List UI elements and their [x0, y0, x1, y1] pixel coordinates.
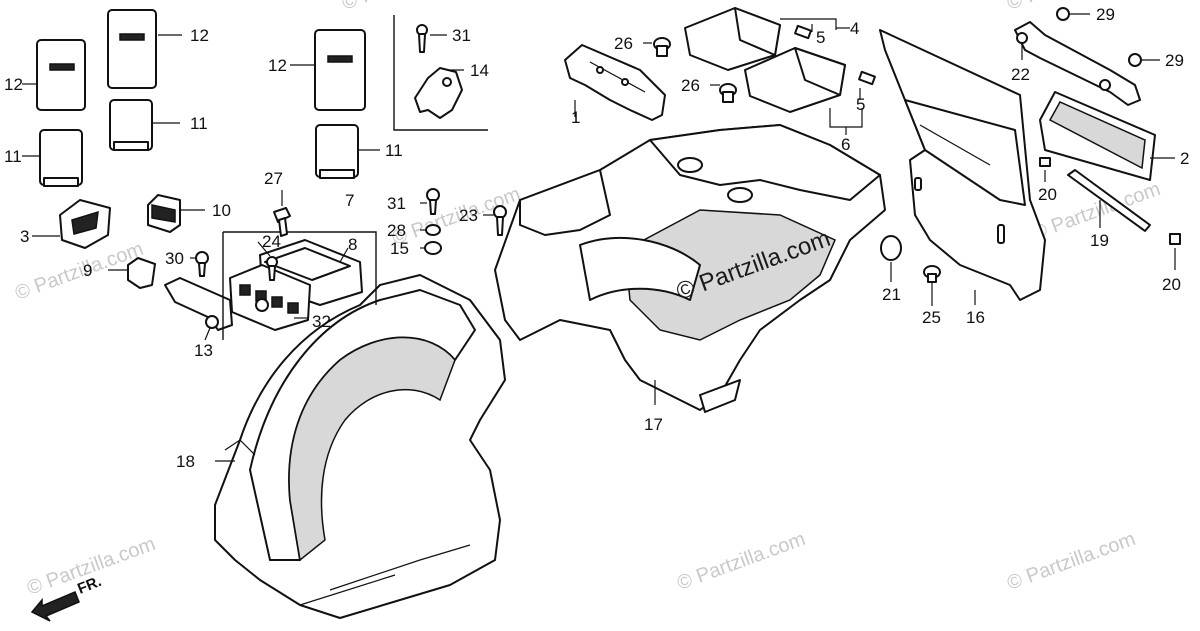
part-12-relay-top [107, 9, 157, 89]
callout-3: 3 [20, 227, 29, 246]
callout-14: 14 [470, 61, 489, 80]
part-29-screw-a [1056, 7, 1070, 21]
part-29-screw-b [1128, 53, 1142, 67]
part-26-grommet-b [719, 83, 737, 103]
watermark: © Partzilla.com [339, 0, 473, 15]
part-13-stay [164, 277, 233, 331]
part-7-assembly-frame [222, 231, 377, 340]
callout-30: 30 [165, 249, 184, 268]
callout-8: 8 [348, 235, 357, 254]
callout-12: 12 [4, 75, 23, 94]
callout-12: 12 [190, 26, 209, 45]
callout-11: 11 [4, 147, 22, 166]
callout-18: 18 [176, 452, 195, 471]
callout-29: 29 [1165, 51, 1184, 70]
part-16-rear-panel [879, 29, 1046, 301]
part-4-control-unit [684, 7, 781, 71]
callout-1: 1 [571, 108, 580, 127]
part-11-relay-b [39, 129, 83, 187]
part-11-relay-c [315, 124, 359, 179]
part-10-coupler [147, 194, 181, 233]
part-22-bracket [1014, 21, 1141, 106]
part-28-washer [425, 224, 441, 236]
callout-26: 26 [681, 76, 700, 95]
callout-32: 32 [312, 312, 331, 331]
part-21-grommet [880, 235, 902, 261]
part-19-rod [1067, 169, 1151, 232]
callout-26: 26 [614, 34, 633, 53]
watermark: © Partzilla.com [1004, 528, 1138, 595]
part-3-holder [59, 199, 111, 249]
callout-13: 13 [194, 341, 213, 360]
callout-25: 25 [922, 308, 941, 327]
callout-labels: 12 12 11 11 10 3 9 30 13 27 7 24 8 32 12… [4, 5, 1189, 471]
callout-7: 7 [345, 191, 354, 210]
callout-16: 16 [966, 308, 985, 327]
part-20-clip-a [1039, 157, 1051, 167]
part-23-screw [493, 205, 507, 236]
callout-12: 12 [268, 56, 287, 75]
callout-31: 31 [452, 26, 471, 45]
callout-5: 5 [856, 95, 865, 114]
callout-4: 4 [850, 19, 859, 38]
front-direction-arrow-icon: FR. [30, 573, 104, 622]
callout-11: 11 [190, 114, 208, 133]
part-30-screw [195, 251, 209, 277]
callout-10: 10 [212, 201, 231, 220]
callout-17: 17 [644, 415, 663, 434]
part-20-clip-b [1169, 233, 1181, 245]
callout-24: 24 [262, 232, 281, 251]
callout-6: 6 [841, 135, 850, 154]
callout-29: 29 [1096, 5, 1115, 24]
callout-20: 20 [1162, 275, 1181, 294]
callout-19: 19 [1090, 231, 1109, 250]
part-27-bolt [273, 207, 291, 237]
callout-31: 31 [387, 194, 406, 213]
callout-9: 9 [83, 261, 92, 280]
callout-23: 23 [459, 206, 478, 225]
watermark: © Partzilla.com [674, 528, 808, 595]
part-24-screw [266, 256, 278, 281]
part-11-relay-a [109, 99, 153, 151]
part-14-frame [393, 15, 488, 131]
part-15-nut [424, 241, 442, 255]
watermark: © Partzilla.com [1004, 0, 1138, 15]
part-1-bracket [564, 44, 666, 121]
callout-22: 22 [1011, 65, 1030, 84]
part-12-relay-left [36, 39, 86, 111]
part-5-clips [794, 24, 876, 86]
callout-20: 20 [1038, 185, 1057, 204]
callout-5: 5 [816, 28, 825, 47]
part-2-lens [1039, 91, 1156, 181]
part-25-clip [923, 265, 941, 283]
callout-21: 21 [882, 285, 901, 304]
part-14-bracket [414, 67, 463, 119]
callout-28: 28 [387, 221, 406, 240]
callout-11: 11 [385, 141, 403, 160]
part-31-screw-top [416, 24, 428, 53]
part-6-control-unit [744, 47, 846, 113]
part-12-relay-mid [314, 29, 366, 111]
part-26-grommet-a [653, 37, 671, 57]
callout-27: 27 [264, 169, 283, 188]
part-32-fuse-holder [229, 264, 311, 331]
callout-15: 15 [390, 239, 409, 258]
callout-2: 2 [1180, 149, 1189, 168]
leader-lines [22, 13, 1176, 462]
watermark: © Partzilla.com [12, 238, 146, 305]
part-31-screw-mid [426, 188, 440, 215]
part-9-clip [127, 257, 156, 289]
part-17-rear-fender-tray [494, 124, 886, 413]
part-18-inner-fender [214, 274, 506, 619]
